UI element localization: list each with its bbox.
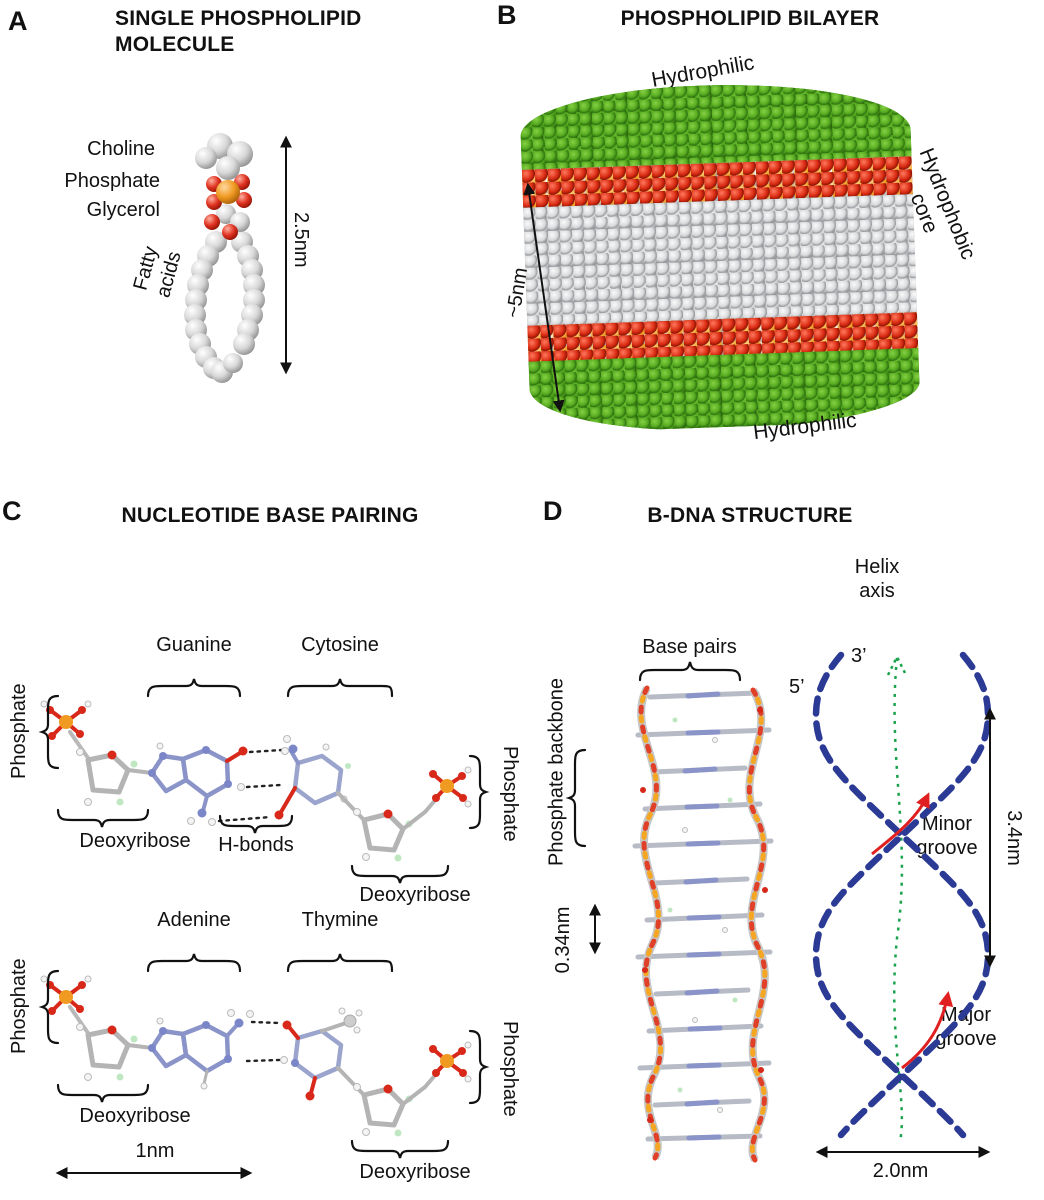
phospholipid-molecule-model (184, 133, 292, 383)
panel-c-title: NUCLEOTIDE BASE PAIRING (121, 504, 419, 527)
helix-axis-line (892, 657, 904, 1143)
panel-a-title-line2: MOLECULE (115, 33, 235, 57)
glycerol-label: Glycerol (86, 199, 160, 221)
gc-right-deoxyribose-label: Deoxyribose (359, 884, 471, 906)
scattered-atoms (640, 707, 768, 1123)
major-groove-arrow (901, 991, 954, 1070)
hbonds-label: H-bonds (218, 834, 294, 856)
strand-schematic-b (812, 651, 992, 1139)
gc-left-deoxyribose-label: Deoxyribose (79, 830, 191, 852)
panel-b-title: PHOSPHOLIPID BILAYER (620, 7, 880, 30)
at-base-pair-structure (38, 953, 490, 1179)
phosphate-backbones (637, 685, 769, 1163)
panel-b-letter: B (497, 0, 517, 30)
fatty-acid-tails (184, 231, 265, 383)
panel-d-title: B-DNA STRUCTURE (647, 504, 853, 527)
phosphate-group (206, 174, 252, 210)
strand-schematic-a (812, 651, 992, 1139)
cytosine-label: Cytosine (301, 634, 379, 656)
five-prime-label: 5’ (789, 676, 805, 698)
panel-d-letter: D (543, 496, 563, 526)
three-prime-label: 3’ (851, 645, 867, 667)
thymine-label: Thymine (301, 909, 379, 931)
hydrophilic-headgroup-layer-top (519, 78, 912, 170)
diameter-dimension-label: 2.0nm (872, 1160, 929, 1182)
at-left-deoxyribose-label: Deoxyribose (79, 1105, 191, 1127)
phosphate-label: Phosphate (64, 170, 160, 192)
choline-label: Choline (87, 138, 155, 160)
panel-c-letter: C (2, 496, 22, 526)
guanine-label: Guanine (156, 634, 232, 656)
gc-base-pair-structure (38, 678, 490, 884)
dna-stick-model (565, 661, 774, 1163)
adenine-label: Adenine (157, 909, 231, 931)
bilayer-thickness-arrow (523, 182, 565, 413)
hydrophobic-core-layer (523, 194, 918, 326)
at-right-deoxyribose-label: Deoxyribose (359, 1161, 471, 1183)
helix-axis-label: Helix axis (854, 556, 900, 602)
dna-helix-schematic (812, 651, 996, 1158)
base-pair-width-dimension: 1nm (135, 1140, 175, 1162)
choline-group (195, 133, 253, 180)
minor-groove-label: Minor groove (916, 813, 978, 859)
panel-a-letter: A (8, 6, 28, 36)
glycerol-group (204, 204, 250, 240)
minor-groove-arrow (871, 792, 930, 856)
base-pairs-label: Base pairs (642, 636, 737, 658)
panel-a-title-line1: SINGLE PHOSPHOLIPID (115, 7, 362, 30)
